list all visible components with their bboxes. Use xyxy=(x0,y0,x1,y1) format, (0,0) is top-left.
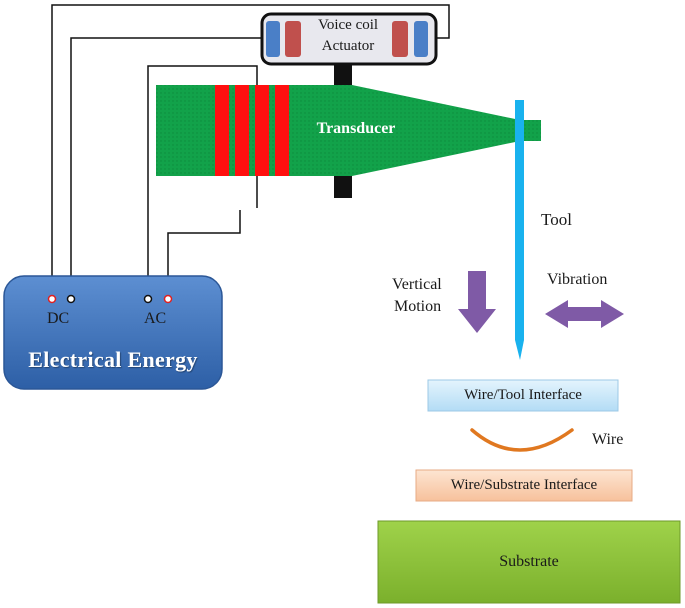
vertical-motion-label-line1: Vertical xyxy=(392,276,442,293)
actuator-coil-left xyxy=(285,21,301,57)
dc-label: DC xyxy=(47,310,70,327)
dc-terminal-positive xyxy=(47,294,57,304)
wire-substrate-interface-box xyxy=(415,469,633,502)
vibration-arrow xyxy=(545,300,624,328)
electrical-energy-box xyxy=(3,275,223,390)
substrate-block xyxy=(377,520,681,604)
ac-terminal-1 xyxy=(143,294,153,304)
terminals xyxy=(47,294,173,304)
wiring xyxy=(51,4,450,296)
ac-wire-right xyxy=(167,210,241,296)
actuator-mount-top xyxy=(334,64,352,86)
ac-terminal-2 xyxy=(163,294,173,304)
actuator-mount-bottom xyxy=(334,176,352,198)
vertical-motion-arrow xyxy=(458,271,496,333)
electrical-energy-title: Electrical Energy xyxy=(28,347,198,372)
wire-tool-interface-box xyxy=(427,379,619,412)
vertical-motion-label-line2: Motion xyxy=(394,298,442,315)
actuator-coil-right xyxy=(392,21,408,57)
actuator-magnet-right xyxy=(414,21,428,57)
transducer-label: Transducer xyxy=(316,120,396,137)
tool-label: Tool xyxy=(541,210,572,229)
substrate-label: Substrate xyxy=(499,553,559,570)
transducer-coils xyxy=(215,85,289,176)
bonding-tool xyxy=(515,100,524,360)
ac-label: AC xyxy=(144,310,167,327)
dc-wire-inner xyxy=(70,37,262,296)
transducer-horn xyxy=(156,85,541,176)
dc-wire-outer xyxy=(51,4,450,296)
wire-label: Wire xyxy=(592,431,624,448)
actuator-magnet-left xyxy=(266,21,280,57)
wire-curve xyxy=(470,428,574,452)
actuator-label-line1: Voice coil xyxy=(317,17,379,33)
wire-substrate-interface-label: Wire/Substrate Interface xyxy=(450,477,598,493)
actuator-label-line2: Actuator xyxy=(321,38,375,54)
vibration-label: Vibration xyxy=(547,271,608,288)
wire-tool-interface-label: Wire/Tool Interface xyxy=(464,387,582,403)
dc-terminal-negative xyxy=(66,294,76,304)
